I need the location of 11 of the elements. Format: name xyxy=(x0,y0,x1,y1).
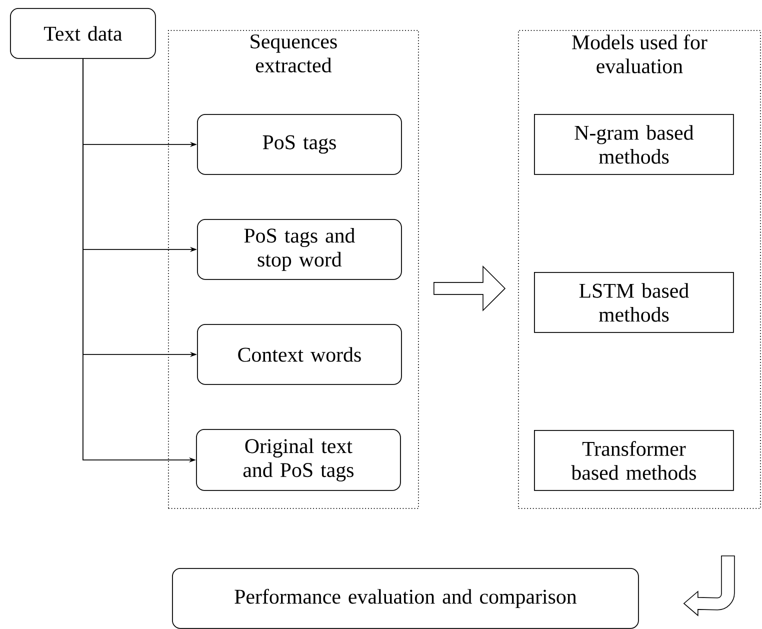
process-box: PoS tags xyxy=(197,114,402,175)
process-box: Performance evaluation and comparison xyxy=(172,568,639,629)
model-box: Transformer based methods xyxy=(534,430,734,491)
model-box: LSTM based methods xyxy=(534,272,734,333)
process-box: Context words xyxy=(197,324,402,385)
process-box: Original text and PoS tags xyxy=(196,429,401,491)
hook-arrow xyxy=(684,556,735,616)
process-box: PoS tags and stop word xyxy=(197,219,402,280)
model-box: N-gram based methods xyxy=(534,114,734,175)
process-box: Text data xyxy=(10,8,156,59)
block-arrow xyxy=(434,265,506,312)
